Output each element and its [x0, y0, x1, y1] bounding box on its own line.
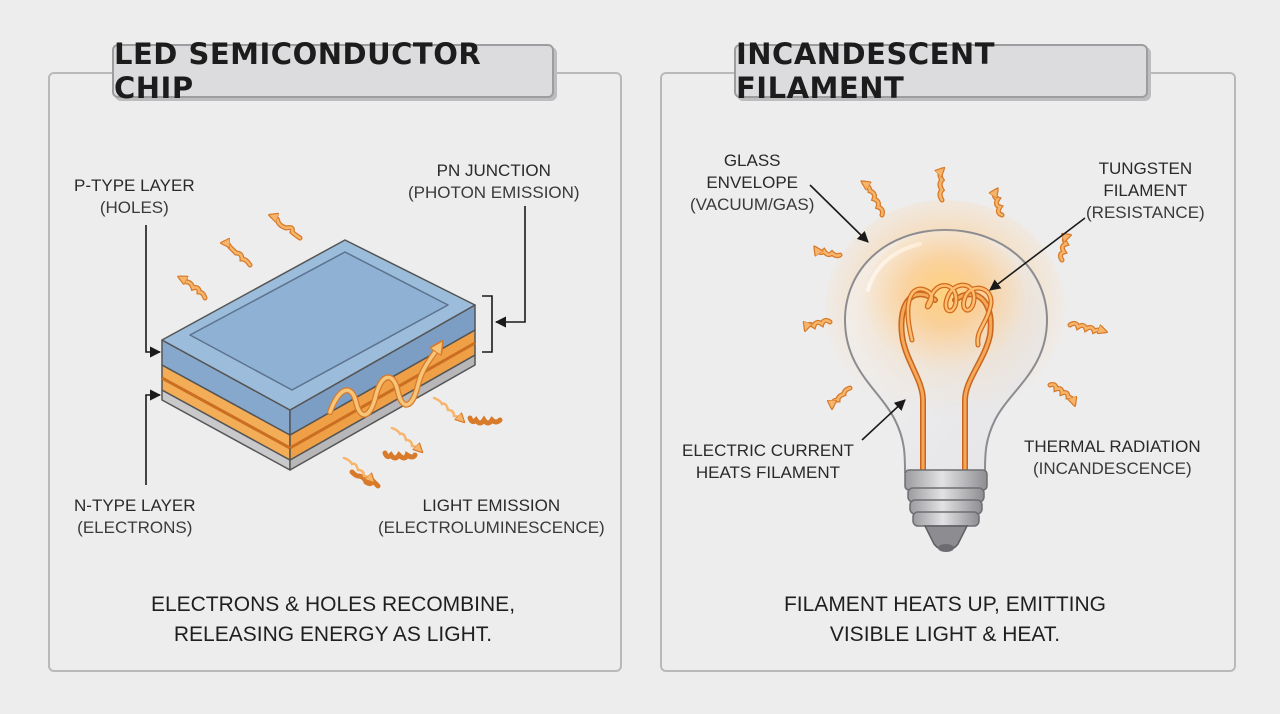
light-bulb-icon — [825, 200, 1065, 552]
heat-radiation-arrows — [806, 170, 1104, 406]
led-photon-arrows — [181, 216, 503, 489]
electric-current-label: ELECTRIC CURRENT HEATS FILAMENT — [682, 441, 854, 482]
bulb-leader-lines — [809, 184, 1086, 441]
n-type-layer-label: N-TYPE LAYER (ELECTRONS) — [74, 496, 196, 537]
incandescent-panel-title: INCANDESCENT FILAMENT — [734, 37, 1148, 105]
coiled-filament-icon — [898, 282, 994, 473]
screw-base-icon — [904, 469, 988, 552]
led-panel-title: LED SEMICONDUCTOR CHIP — [112, 37, 554, 105]
incandescent-caption: FILAMENT HEATS UP, EMITTING VISIBLE LIGH… — [783, 593, 1107, 646]
led-caption: ELECTRONS & HOLES RECOMBINE, RELEASING E… — [150, 593, 516, 646]
tungsten-filament-label: TUNGSTEN FILAMENT (RESISTANCE) — [1086, 159, 1205, 222]
p-type-layer-label: P-TYPE LAYER (HOLES) — [74, 176, 195, 217]
light-emission-label: LIGHT EMISSION (ELECTROLUMINESCENCE) — [378, 496, 605, 537]
led-chip-icon — [161, 239, 476, 471]
pn-junction-label: PN JUNCTION (PHOTON EMISSION) — [408, 161, 580, 202]
glass-envelope-label: GLASS ENVELOPE (VACUUM/GAS) — [690, 151, 815, 214]
led-leader-lines — [145, 206, 526, 485]
thermal-radiation-label: THERMAL RADIATION (INCANDESCENCE) — [1024, 437, 1201, 478]
